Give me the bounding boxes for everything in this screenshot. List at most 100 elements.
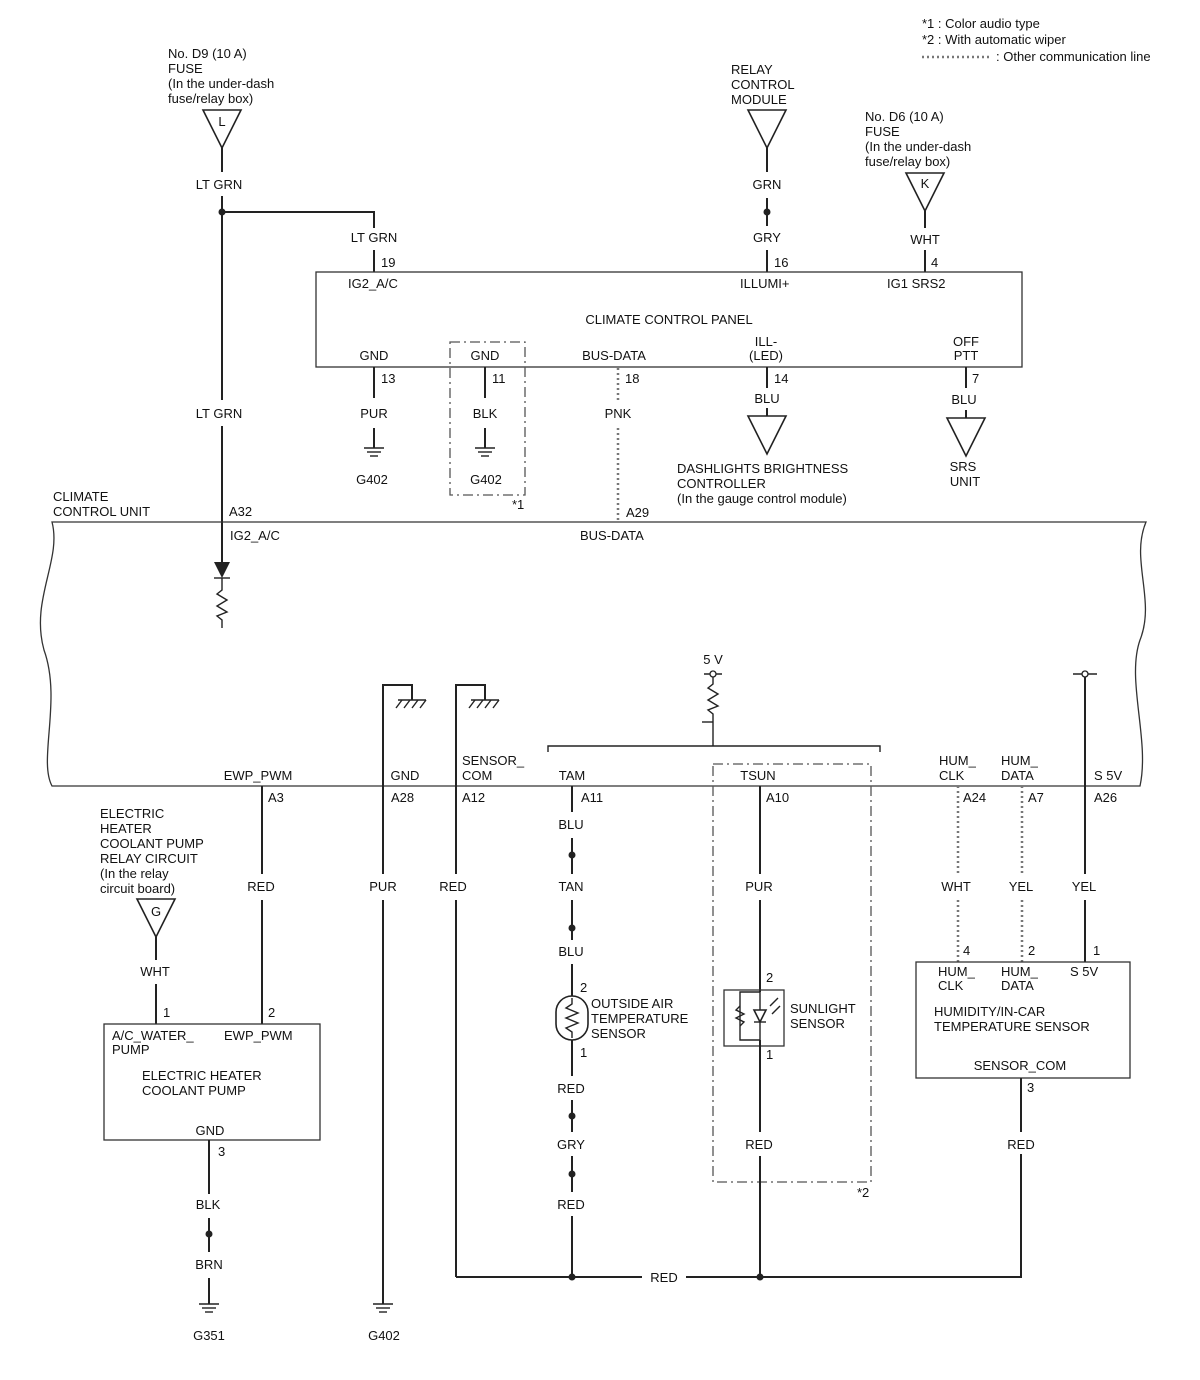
wire-color-yel-a7: YEL: [1009, 879, 1034, 894]
hum-pin-2: 2: [1028, 943, 1035, 958]
hum-pin-1: 1: [1093, 943, 1100, 958]
ccu-5v-label: 5 V: [703, 652, 723, 667]
relay-module-line2: CONTROL: [731, 77, 795, 92]
ground-g402-a: G402: [356, 472, 388, 487]
wire-color-blu-14: BLU: [754, 391, 779, 406]
wire-color-red-sun: RED: [745, 1137, 772, 1152]
ccu-tam: TAM: [559, 768, 585, 783]
connector-blk-brn: [205, 1230, 213, 1238]
pump-aw-line1: A/C_WATER_: [112, 1028, 194, 1043]
hum-data-line1: HUM_: [1001, 964, 1039, 979]
srs-connector-triangle: [945, 417, 987, 458]
wire-color-blu-7: BLU: [951, 392, 976, 407]
relay-control-module: RELAY CONTROL MODULE GRN GRY: [731, 62, 795, 272]
fuse-d9-line3: (In the under-dash: [168, 76, 274, 91]
relay-circuit-line6: circuit board): [100, 881, 175, 896]
ccu-input-arrow: [214, 562, 230, 578]
ccp-gnd-1: GND: [360, 348, 389, 363]
wire-color-gry-2: GRY: [557, 1137, 585, 1152]
ccp-ig2: IG2_A/C: [348, 276, 398, 291]
wire-color-tan: TAN: [558, 879, 583, 894]
pump-pin-3: 3: [218, 1144, 225, 1159]
ccu-gnd: GND: [391, 768, 420, 783]
pump-title-line1: ELECTRIC HEATER: [142, 1068, 262, 1083]
ccu-pin-a10: A10: [766, 790, 789, 805]
legend-note-2: *2 : With automatic wiper: [922, 32, 1066, 47]
ccu-pin-a28: A28: [391, 790, 414, 805]
wire-color-pur-a28: PUR: [369, 879, 396, 894]
ccp-pin-18: 18: [625, 371, 639, 386]
ccu-hum-clk-line2: CLK: [939, 768, 965, 783]
pump-gnd: GND: [196, 1123, 225, 1138]
legend-note-1: *1 : Color audio type: [922, 16, 1040, 31]
option-mark-2: *2: [857, 1185, 869, 1200]
ccu-pin-a7: A7: [1028, 790, 1044, 805]
ccp-gnd-2: GND: [471, 348, 500, 363]
oat-line1: OUTSIDE AIR: [591, 996, 673, 1011]
ccu-pin-a26: A26: [1094, 790, 1117, 805]
hum-sensor-com: SENSOR_COM: [974, 1058, 1066, 1073]
fuse-d9-connector-triangle: [201, 109, 243, 150]
wire-color-blu-a11: BLU: [558, 817, 583, 832]
fuse-d6-line1: No. D6 (10 A): [865, 109, 944, 124]
outside-air-temp-sensor: BLU TAN BLU 2 1 OUTSIDE AIR TEMPERATURE …: [555, 786, 689, 1281]
ccp-title: CLIMATE CONTROL PANEL: [585, 312, 752, 327]
ccu-pin-a12: A12: [462, 790, 485, 805]
ccu-ig2: IG2_A/C: [230, 528, 280, 543]
ccp-pin-19: 19: [381, 255, 395, 270]
wire-color-gry: GRY: [753, 230, 781, 245]
fuse-d6-line4: fuse/relay box): [865, 154, 950, 169]
ccu-box: [39, 521, 1147, 787]
sun-pin-2: 2: [766, 970, 773, 985]
legend: *1 : Color audio type *2 : With automati…: [922, 16, 1151, 64]
ccu-sensor-bracket: [547, 745, 881, 752]
dashlights-connector-triangle: [746, 415, 788, 456]
ccu-ewp-pwm: EWP_PWM: [224, 768, 293, 783]
relay-circuit-line3: COOLANT PUMP: [100, 836, 204, 851]
humidity-sensor: WHT YEL YEL 4 2 1 HUM_ CLK HUM_ DATA S 5…: [915, 786, 1131, 1152]
legend-note-3: : Other communication line: [996, 49, 1151, 64]
ccu-label-line2: CONTROL UNIT: [53, 504, 150, 519]
dash-ctrl-line3: (In the gauge control module): [677, 491, 847, 506]
option-box-2: [712, 763, 872, 1183]
fuse-d6-connector-triangle: [904, 172, 946, 213]
ccu-label-line1: CLIMATE: [53, 489, 109, 504]
connector-grn-gry: [763, 208, 771, 216]
ccp-off: OFF: [953, 334, 979, 349]
a28-ground-wire: PUR G402: [368, 786, 400, 1343]
wire-color-red-2: RED: [557, 1197, 584, 1212]
relay-circuit-line2: HEATER: [100, 821, 152, 836]
wire-color-yel-a26: YEL: [1072, 879, 1097, 894]
wire-color-ltgrn-top: LT GRN: [196, 177, 242, 192]
relay-circuit-line4: RELAY CIRCUIT: [100, 851, 198, 866]
oat-pin-1: 1: [580, 1045, 587, 1060]
pump-title-line2: COOLANT PUMP: [142, 1083, 246, 1098]
fuse-d6-line2: FUSE: [865, 124, 900, 139]
ccp-pin-16: 16: [774, 255, 788, 270]
ground-g351: G351: [193, 1328, 225, 1343]
ccu-input-resistor: [215, 578, 229, 628]
pump-ewp: EWP_PWM: [224, 1028, 293, 1043]
pump-aw-line2: PUMP: [112, 1042, 150, 1057]
dash-ctrl-line1: DASHLIGHTS BRIGHTNESS: [677, 461, 849, 476]
relay-circuit-line1: ELECTRIC: [100, 806, 164, 821]
pump-relay-circuit: ELECTRIC HEATER COOLANT PUMP RELAY CIRCU…: [100, 786, 321, 1343]
ccp-pin-14: 14: [774, 371, 788, 386]
hum-clk-line2: CLK: [938, 978, 964, 993]
option-mark-1: *1: [512, 497, 524, 512]
sun-line2: SENSOR: [790, 1016, 845, 1031]
wire-color-pur-13: PUR: [360, 406, 387, 421]
wire-color-pur-a10: PUR: [745, 879, 772, 894]
wire-color-pnk: PNK: [605, 406, 632, 421]
ccu-sensor-com-line1: SENSOR_: [462, 753, 525, 768]
fuse-d6-connector-letter: K: [921, 176, 930, 191]
wire-color-blk-11: BLK: [473, 406, 498, 421]
wire-color-ltgrn-mid: LT GRN: [196, 406, 242, 421]
wire-color-wht-g: WHT: [140, 964, 170, 979]
relay-circuit-connector-triangle: [135, 898, 177, 939]
sensor-com-wire: RED RED: [439, 786, 1022, 1285]
hum-s5v: S 5V: [1070, 964, 1099, 979]
ccp-pin-7: 7: [972, 371, 979, 386]
wire-color-red-bottom: RED: [650, 1270, 677, 1285]
